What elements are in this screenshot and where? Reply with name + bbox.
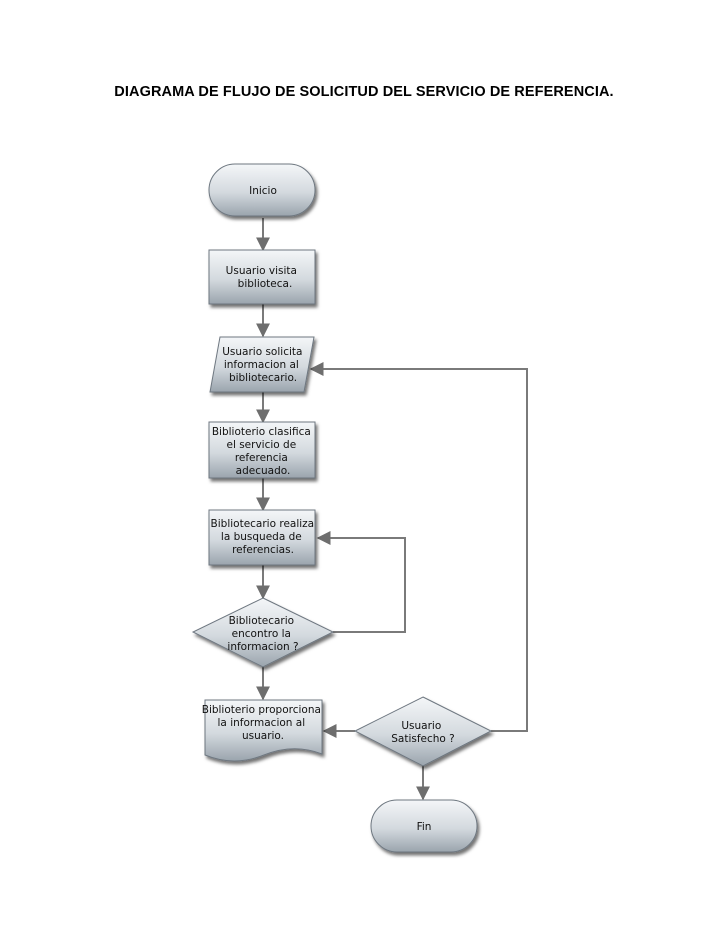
satisfied-decision-diamond: [353, 696, 493, 767]
page-title: DIAGRAMA DE FLUJO DE SOLICITUD DEL SERVI…: [114, 84, 614, 100]
connector-found-loop-search: [316, 531, 406, 633]
end-terminator: [370, 799, 478, 853]
provide-label: Biblioterio proporciona la informacion a…: [202, 704, 325, 742]
classify-process-box: [208, 421, 316, 479]
found-label: Bibliotecario encontro la informacion ?: [227, 615, 298, 653]
found-decision-diamond: [191, 597, 335, 668]
start-terminator: [208, 163, 316, 217]
end-label: Fin: [417, 821, 432, 833]
request-input-parallelogram: [209, 336, 315, 393]
visit-label: Usuario visita biblioteca.: [226, 265, 301, 290]
visit-process-box: [208, 249, 316, 305]
search-process-box: [208, 509, 316, 566]
satisfied-label: Usuario Satisfecho ?: [391, 720, 455, 745]
connector-satisfied-loop-request: [309, 362, 528, 732]
request-label: Usuario solicita informacion al bibliote…: [222, 346, 306, 384]
start-label: Inicio: [249, 185, 277, 197]
provide-document-shape: [204, 699, 323, 762]
search-label: Bibliotecario realiza la busqueda de ref…: [211, 518, 318, 556]
classify-label: Biblioterio clasifica el servicio de ref…: [212, 426, 314, 477]
